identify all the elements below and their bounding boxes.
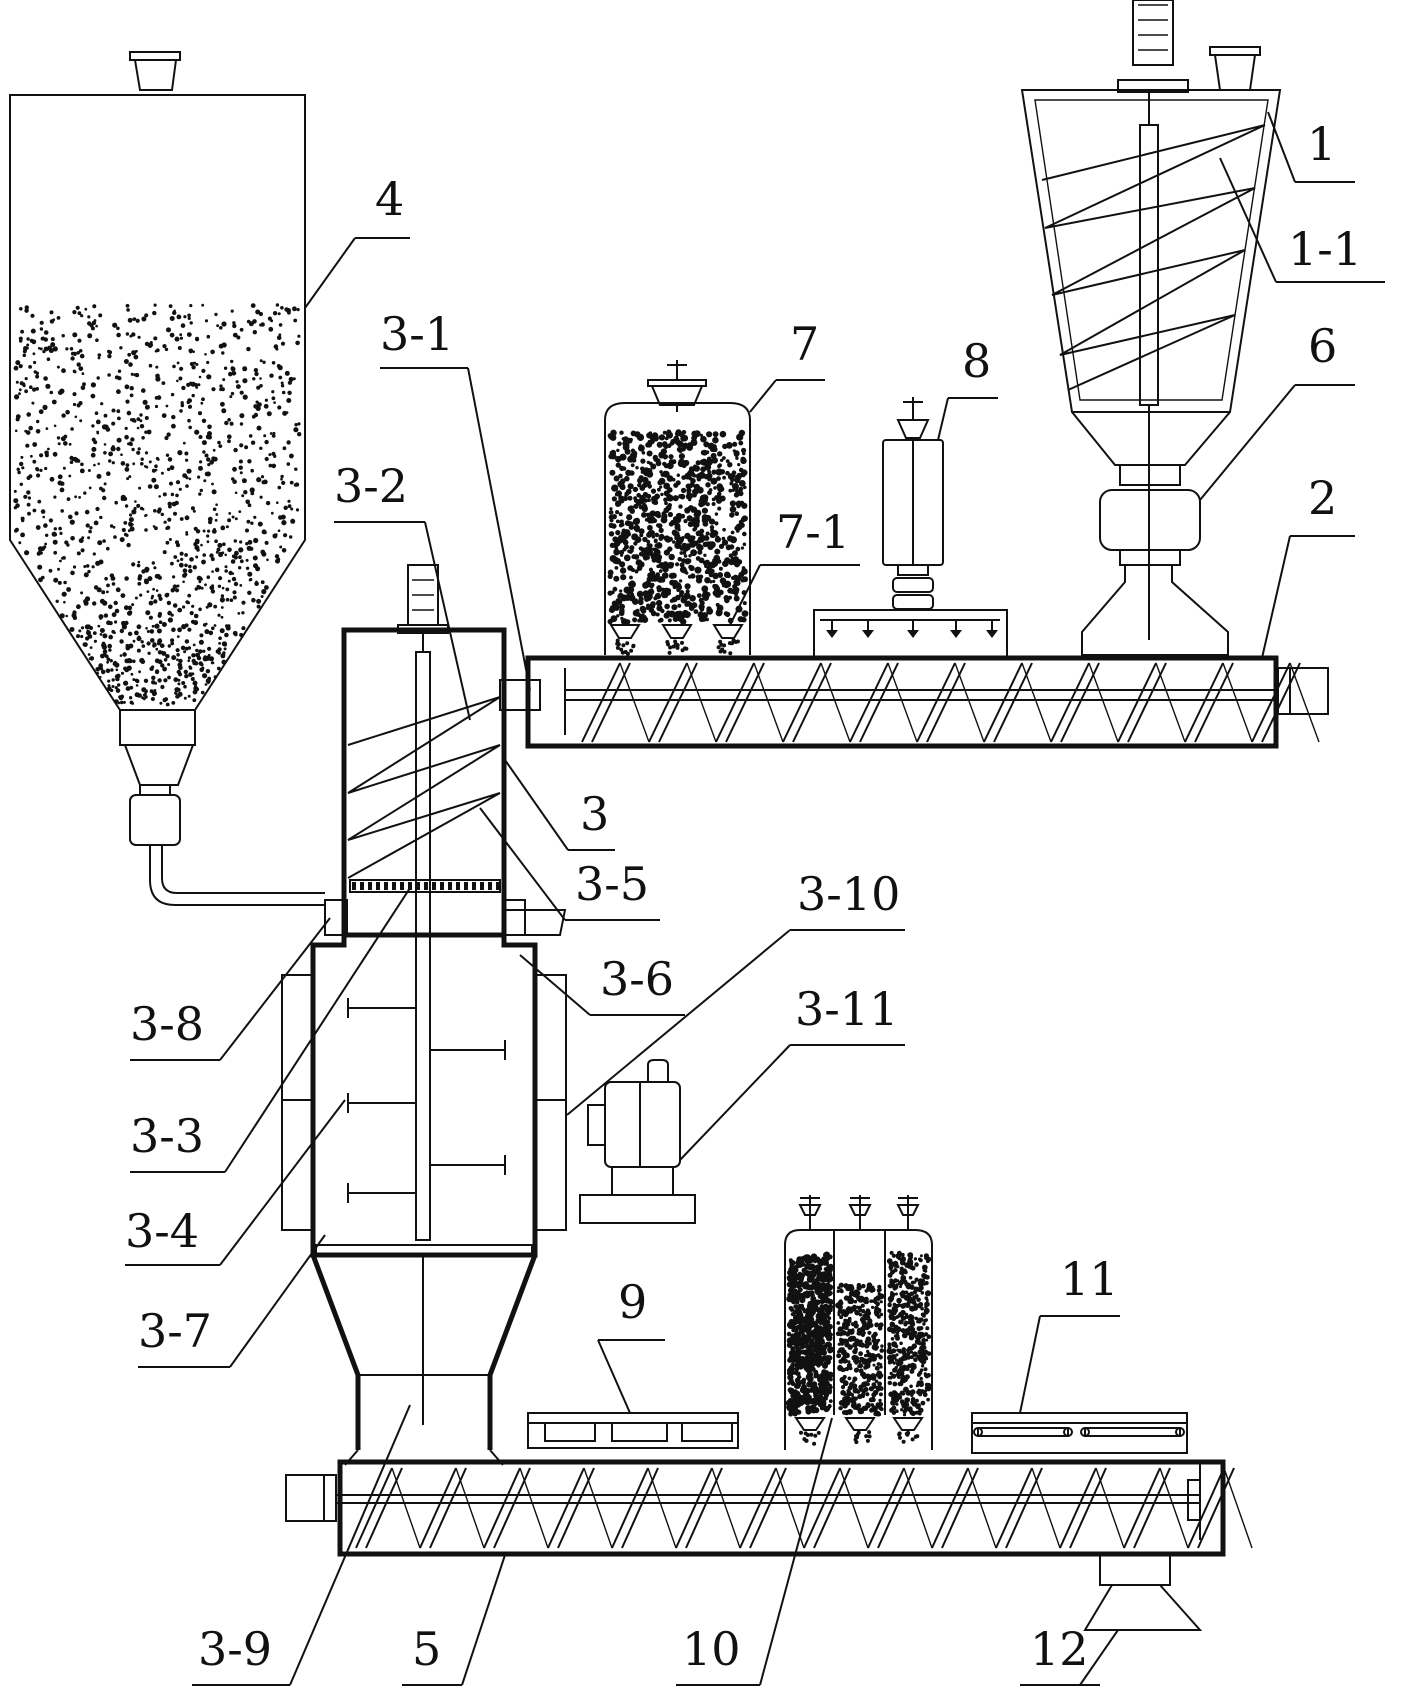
tank-7 — [604, 360, 751, 656]
label-2-text: 2 — [1308, 471, 1337, 525]
label-3-7-text: 3-7 — [138, 1304, 212, 1358]
screw-flights-2 — [581, 662, 1320, 743]
label-8-text: 8 — [962, 334, 991, 388]
label-12-text: 12 — [1030, 1622, 1089, 1676]
reactor-3 — [324, 564, 567, 1241]
label-3: 3 — [580, 787, 609, 841]
drive-unit-3-11 — [579, 1059, 696, 1224]
label-3-2: 3-2 — [334, 459, 408, 513]
label-3-5-text: 3-5 — [575, 857, 649, 911]
label-7: 7 — [790, 317, 819, 371]
label-3-9: 3-9 — [198, 1622, 272, 1676]
label-3-4-text: 3-4 — [125, 1204, 199, 1258]
silo-4 — [9, 51, 325, 906]
mixer-hopper-1 — [1020, 0, 1282, 656]
label-3-8: 3-8 — [130, 997, 204, 1051]
label-3-10-text: 3-10 — [797, 867, 900, 921]
column-8 — [813, 397, 1008, 659]
label-5: 5 — [412, 1622, 441, 1676]
screw-conveyor-5 — [285, 1459, 1253, 1631]
tank-10-inlets — [798, 1195, 920, 1230]
label-3-8-text: 3-8 — [130, 997, 204, 1051]
label-2: 2 — [1308, 471, 1337, 525]
sieve-plate-3-3 — [352, 882, 500, 890]
label-3-1-text: 3-1 — [380, 307, 454, 361]
label-3-4: 3-4 — [125, 1204, 199, 1258]
label-10-text: 10 — [682, 1622, 741, 1676]
tank-10-granules — [785, 1250, 932, 1446]
label-3-6-text: 3-6 — [600, 952, 674, 1006]
label-3-3-text: 3-3 — [130, 1109, 204, 1163]
screw-flights-5 — [355, 1467, 1253, 1549]
label-3-text: 3 — [580, 787, 609, 841]
label-9: 9 — [618, 1275, 647, 1329]
label-12: 12 — [1030, 1622, 1089, 1676]
label-1-1: 1-1 — [1288, 222, 1362, 276]
label-8: 8 — [962, 334, 991, 388]
label-4: 4 — [375, 172, 404, 226]
label-1-text: 1 — [1307, 117, 1336, 171]
label-3-7: 3-7 — [138, 1304, 212, 1358]
tank-7-granules — [607, 429, 749, 626]
label-11: 11 — [1060, 1252, 1119, 1306]
label-9-text: 9 — [618, 1275, 647, 1329]
label-6: 6 — [1308, 319, 1337, 373]
label-3-3: 3-3 — [130, 1109, 204, 1163]
label-3-5: 3-5 — [575, 857, 649, 911]
label-1-1-text: 1-1 — [1288, 222, 1362, 276]
label-leaders — [125, 111, 1385, 1686]
unit-11 — [971, 1412, 1188, 1454]
label-4-text: 4 — [375, 172, 404, 226]
label-3-1: 3-1 — [380, 307, 454, 361]
label-3-10: 3-10 — [797, 867, 900, 921]
label-7-1-text: 7-1 — [776, 505, 850, 559]
screw-conveyor-2 — [499, 655, 1329, 749]
spray-nozzle-row — [826, 620, 998, 638]
label-6-text: 6 — [1308, 319, 1337, 373]
label-3-2-text: 3-2 — [334, 459, 408, 513]
tank-10 — [784, 1195, 933, 1450]
reactor-3-lower — [281, 935, 567, 1466]
label-10: 10 — [682, 1622, 741, 1676]
unit-9 — [527, 1412, 739, 1449]
silo-granules — [13, 303, 302, 707]
label-3-9-text: 3-9 — [198, 1622, 272, 1676]
label-11-text: 11 — [1060, 1252, 1119, 1306]
label-5-text: 5 — [412, 1622, 441, 1676]
label-3-11-text: 3-11 — [795, 982, 898, 1036]
label-3-6: 3-6 — [600, 952, 674, 1006]
nozzle-group-7-1 — [609, 624, 744, 656]
label-1: 1 — [1307, 117, 1336, 171]
label-7-1: 7-1 — [776, 505, 850, 559]
label-3-11: 3-11 — [795, 982, 898, 1036]
label-7-text: 7 — [790, 317, 819, 371]
paddle-arms — [347, 998, 506, 1203]
